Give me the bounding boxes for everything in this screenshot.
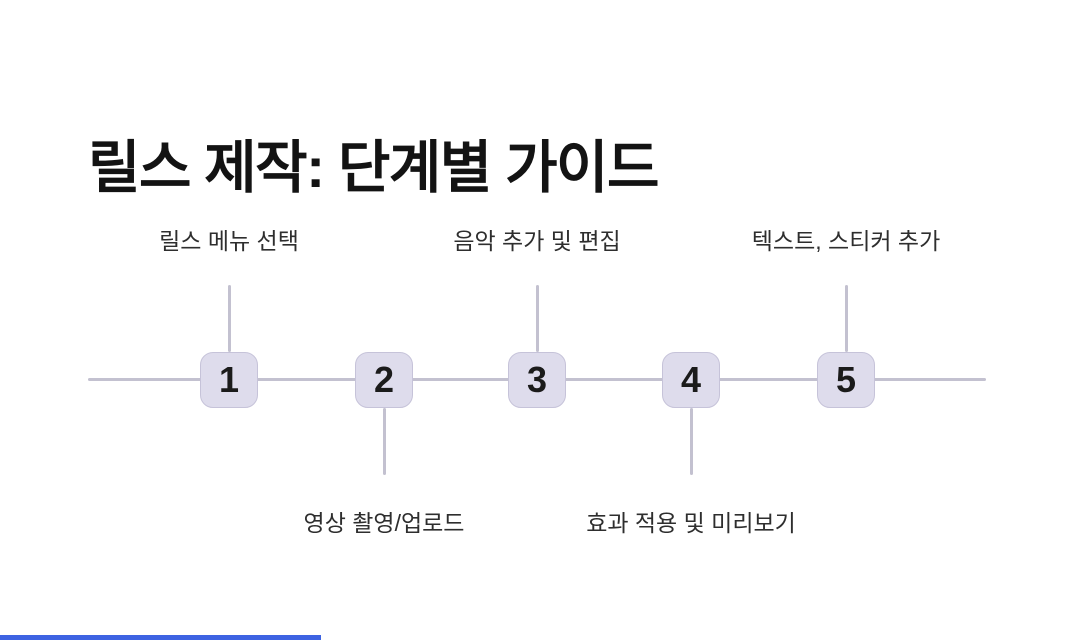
step-connector-line xyxy=(382,408,386,475)
step-number: 1 xyxy=(218,359,240,400)
step-connector-line xyxy=(844,285,848,352)
step-number-badge: 2 xyxy=(355,352,413,408)
step-label: 텍스트, 스티커 추가 xyxy=(751,228,941,254)
step-number: 5 xyxy=(835,359,857,400)
step-number-badge: 4 xyxy=(662,352,720,408)
step-number: 3 xyxy=(526,359,548,400)
step-number-badge: 5 xyxy=(817,352,875,408)
step-connector-line xyxy=(689,408,693,475)
page-title: 릴스 제작: 단계별 가이드 xyxy=(88,136,659,201)
step-number: 4 xyxy=(680,359,702,400)
slide-progress-bar xyxy=(0,635,321,640)
step-label: 효과 적용 및 미리보기 xyxy=(586,510,796,536)
step-label: 음악 추가 및 편집 xyxy=(453,228,621,254)
step-number-badge: 1 xyxy=(200,352,258,408)
step-label: 영상 촬영/업로드 xyxy=(303,510,465,536)
step-connector-line xyxy=(535,285,539,352)
step-connector-line xyxy=(227,285,231,352)
step-label: 릴스 메뉴 선택 xyxy=(159,228,299,254)
step-number: 2 xyxy=(373,359,395,400)
step-number-badge: 3 xyxy=(508,352,566,408)
